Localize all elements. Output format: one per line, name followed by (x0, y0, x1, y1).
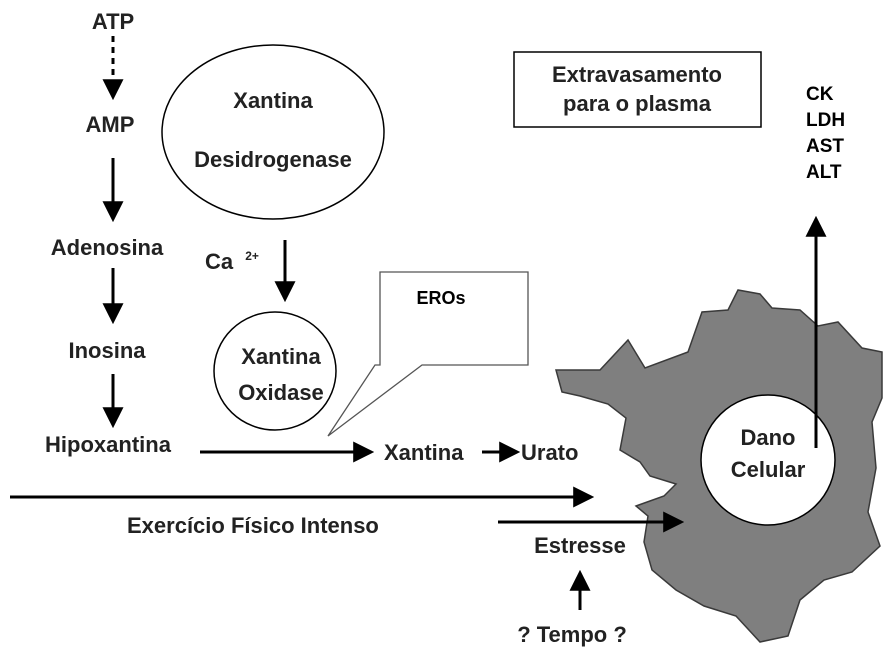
xantina-desidrogenase-ellipse (161, 44, 385, 220)
tempo-label: ? Tempo ? (517, 622, 627, 647)
calcium-label: Ca 2+ (205, 249, 259, 274)
xantina-oxidase-line1: Xantina (241, 344, 321, 369)
hipoxantina-label: Hipoxantina (45, 432, 172, 457)
amp-label: AMP (86, 112, 135, 137)
dano-label: Dano (741, 425, 796, 450)
inosina-label: Inosina (68, 338, 146, 363)
xantina-desidrogenase-line2: Desidrogenase (194, 147, 352, 172)
xantina-oxidase-ellipse (213, 311, 337, 431)
extravasamento-box (513, 51, 762, 128)
celular-label: Celular (731, 457, 806, 482)
marker-ldh: LDH (806, 110, 845, 131)
xantina-product-label: Xantina (384, 440, 464, 465)
marker-ast: AST (806, 136, 844, 157)
adenosina-label: Adenosina (51, 235, 164, 260)
calcium-symbol: Ca (205, 249, 234, 274)
urato-label: Urato (521, 440, 578, 465)
extravasamento-line2: para o plasma (563, 91, 712, 116)
xantina-desidrogenase-line1: Xantina (233, 88, 313, 113)
marker-ck: CK (806, 84, 834, 105)
estresse-label: Estresse (534, 533, 626, 558)
extravasamento-line1: Extravasamento (552, 62, 722, 87)
exercicio-label: Exercício Físico Intenso (127, 513, 379, 538)
eros-label: EROs (416, 288, 465, 308)
xantina-oxidase-line2: Oxidase (238, 380, 324, 405)
marker-alt: ALT (806, 162, 842, 183)
calcium-charge: 2+ (245, 249, 259, 263)
atp-label: ATP (92, 9, 134, 34)
eros-callout-bubble (327, 271, 529, 437)
dano-celular-ellipse (700, 394, 836, 526)
